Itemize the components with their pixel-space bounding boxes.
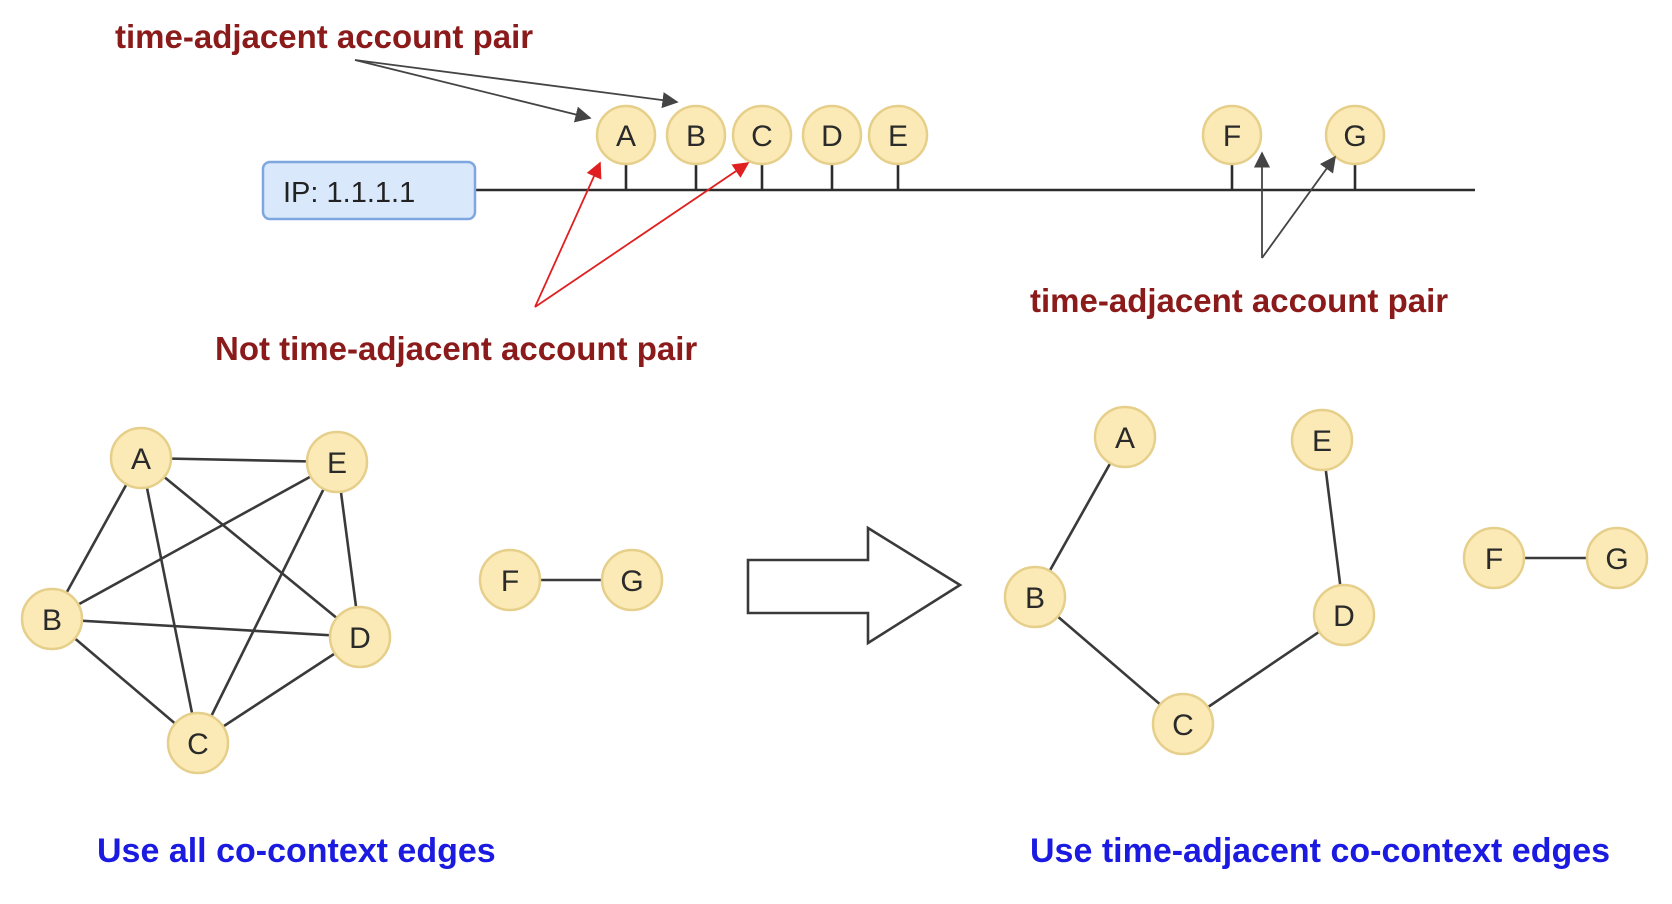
node-label: B xyxy=(686,120,706,153)
annotation-not-time-adjacent: Not time-adjacent account pair xyxy=(215,330,697,367)
red-arrow-to-a xyxy=(534,161,602,308)
right-node-g: G xyxy=(1585,526,1649,590)
edge-a-c xyxy=(139,457,200,744)
right-graph-edges xyxy=(1033,436,1346,726)
timeline: IP: 1.1.1.1 A B C D E xyxy=(261,104,1475,221)
arrow-to-g xyxy=(1261,155,1336,259)
timeline-node-f: F xyxy=(1201,104,1263,166)
left-graph: A E B D C F G xyxy=(20,426,664,775)
node-label: A xyxy=(1115,422,1135,455)
edge-a-d xyxy=(140,456,361,639)
node-label: G xyxy=(1605,543,1628,576)
caption-time-adjacent-edges: Use time-adjacent co-context edges xyxy=(1030,832,1610,870)
timeline-node-e: E xyxy=(867,104,929,166)
ip-address-box: IP: 1.1.1.1 xyxy=(261,160,477,221)
right-node-b: B xyxy=(1003,565,1067,629)
node-label: D xyxy=(1333,600,1355,633)
node-label: C xyxy=(1172,709,1194,742)
left-node-e: E xyxy=(305,430,369,494)
timeline-node-c: C xyxy=(731,104,793,166)
right-node-a: A xyxy=(1093,405,1157,469)
left-node-b: B xyxy=(20,587,84,651)
left-node-g: G xyxy=(600,548,664,612)
edge-b-d xyxy=(51,617,361,639)
timeline-node-a: A xyxy=(595,104,657,166)
node-label: D xyxy=(821,120,843,153)
transform-arrow-icon xyxy=(746,525,963,646)
node-label: E xyxy=(1312,425,1332,458)
annotation-time-adjacent-right: time-adjacent account pair xyxy=(1030,282,1448,319)
edge-b-c xyxy=(51,618,199,744)
ip-label: IP: 1.1.1.1 xyxy=(283,177,415,209)
node-label: F xyxy=(501,565,519,598)
right-node-c: C xyxy=(1151,692,1215,756)
left-node-c: C xyxy=(166,711,230,775)
left-node-a: A xyxy=(109,426,173,490)
edge-a-e xyxy=(140,456,338,464)
arrow-to-a xyxy=(354,59,592,123)
node-label: G xyxy=(1343,120,1366,153)
node-label: B xyxy=(42,604,62,637)
timeline-node-g: G xyxy=(1324,104,1386,166)
annotation-time-adjacent-top: time-adjacent account pair xyxy=(115,18,533,55)
left-graph-edges xyxy=(50,456,362,745)
right-graph: A E B D C F G xyxy=(1003,405,1649,756)
node-label: D xyxy=(349,622,371,655)
node-label: A xyxy=(131,443,151,476)
timeline-node-b: B xyxy=(665,104,727,166)
red-arrow-to-c xyxy=(534,162,750,308)
node-label: G xyxy=(620,565,643,598)
node-label: B xyxy=(1025,582,1045,615)
node-label: F xyxy=(1485,543,1503,576)
caption-all-edges: Use all co-context edges xyxy=(97,832,496,870)
edge-c-d-right xyxy=(1182,613,1345,726)
node-label: A xyxy=(616,120,636,153)
node-label: C xyxy=(187,728,209,761)
right-node-f: F xyxy=(1462,526,1526,590)
node-label: E xyxy=(327,447,347,480)
arrow-to-b xyxy=(354,59,679,109)
right-node-e: E xyxy=(1290,408,1354,472)
timeline-node-d: D xyxy=(801,104,863,166)
edge-e-c xyxy=(196,461,339,744)
left-node-d: D xyxy=(328,605,392,669)
edge-e-b xyxy=(51,460,338,621)
node-label: E xyxy=(888,120,908,153)
left-node-f: F xyxy=(478,548,542,612)
edge-d-c xyxy=(197,635,361,745)
node-label: F xyxy=(1223,120,1241,153)
node-label: C xyxy=(751,120,773,153)
edge-b-c-right xyxy=(1034,596,1184,725)
right-node-d: D xyxy=(1312,583,1376,647)
